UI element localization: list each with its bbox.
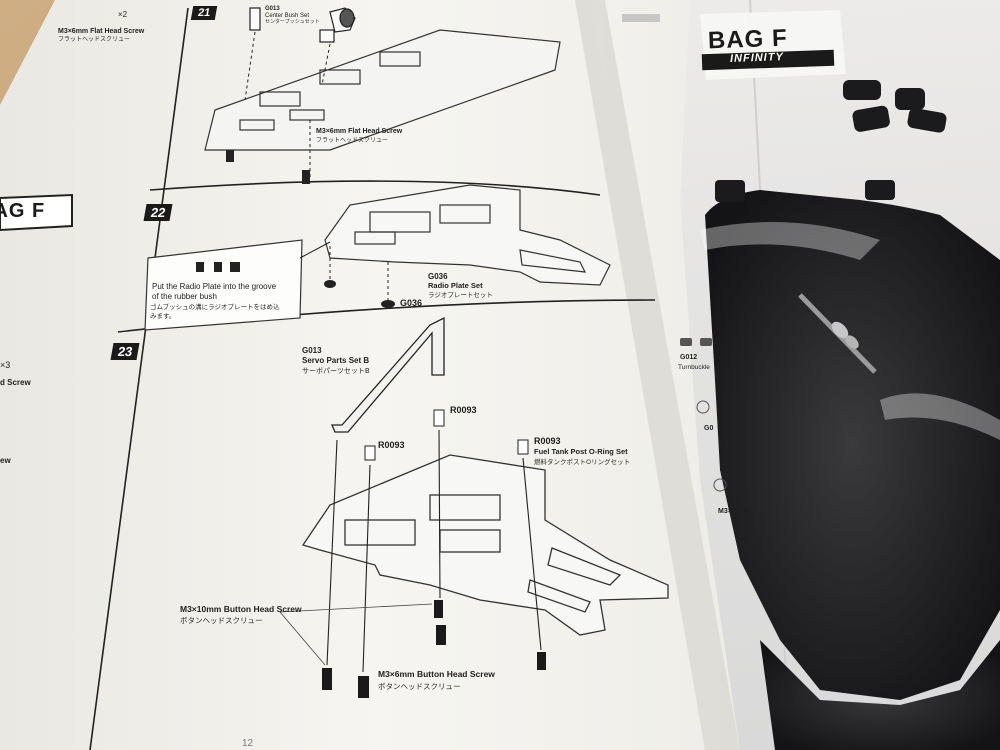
step23-servo-code: G013 [302, 346, 322, 355]
bag-f-label: BAG F [0, 200, 46, 222]
step22-part-code: G036 [428, 272, 448, 281]
step22-note-line2: of the rubber bush [152, 292, 217, 301]
step21-part-name: Center Bush Set [265, 13, 310, 19]
top-left-screw-jp: フラットヘッドスクリュー [58, 36, 131, 43]
note-pointer-line [299, 241, 331, 259]
step22-bushes [324, 280, 395, 308]
step23-fuel-jp: 燃料タンクポストOリングセット [534, 458, 631, 466]
step23-posts [364, 409, 529, 461]
bag-f-label-box [0, 193, 73, 232]
step21-screws [226, 150, 310, 184]
step23-chassis-plate [301, 454, 669, 636]
step23-callout-c: R0093 [534, 436, 561, 446]
step22-radio-plate [324, 184, 611, 286]
step-21-badge: 21 [190, 6, 218, 20]
step23-guides [326, 429, 542, 673]
step23-callout-a: R0093 [450, 405, 477, 415]
bag-partial-4: M3×6mm [718, 508, 749, 515]
servo-mount-part [331, 316, 445, 433]
step23-screw6-jp: ボタンヘッドスクリュー [378, 682, 461, 691]
step22-callout: G036 [400, 298, 423, 308]
step22-note-box [144, 239, 303, 331]
step22-note-line1: Put the Radio Plate into the groove [152, 282, 277, 291]
step-23-badge: 23 [110, 343, 140, 360]
step23-callout-b: R0093 [378, 440, 405, 450]
small-black-parts [715, 80, 947, 202]
step21-parts [249, 7, 356, 43]
left-partial-screw-2: ew [0, 456, 11, 465]
step23-servo-name: Servo Parts Set B [302, 356, 370, 365]
metal-turnbuckle [798, 293, 877, 374]
step23-screw6-label: M3×6mm Button Head Screw [378, 669, 495, 679]
bag-sticker-strip [622, 14, 660, 22]
page-number: 12 [242, 738, 254, 749]
rubber-bush-icon [196, 262, 240, 272]
step23-screw10-label: M3×10mm Button Head Screw [180, 604, 302, 614]
step22-note-jp2: みます。 [150, 312, 176, 320]
bag-partial-1: G012 [680, 354, 698, 361]
top-left-qty: ×2 [118, 10, 128, 19]
step23-screw10-jp: ボタンヘッドスクリュー [180, 616, 263, 625]
left-partial-screw-1: d Screw [0, 378, 31, 387]
step22-note-jp1: ゴムブッシュの溝にラジオプレートをはめ込 [150, 303, 280, 311]
dark-parts [705, 190, 1000, 750]
page-gutter [575, 0, 740, 750]
step-22-badge: 22 [143, 204, 173, 221]
screw-callout-lines [279, 603, 433, 666]
step22-part-name: Radio Plate Set [428, 281, 483, 290]
step23-screws [322, 600, 546, 698]
step22-guides [329, 246, 389, 300]
infinity-logo [701, 49, 835, 71]
step23-fuel-name: Fuel Tank Post O-Ring Set [534, 447, 628, 456]
step23-servo-jp: サーボパーツセットB [302, 367, 370, 375]
bag-brand: INFINITY [729, 51, 785, 65]
plastic-highlights [700, 222, 1000, 440]
step21-part-code: G013 [265, 6, 280, 12]
step21-part-jp: センターブッシュセット [265, 19, 320, 25]
step21-screw-jp: フラットヘッドスクリュー [316, 137, 389, 144]
bag-partial-3: G0 [704, 425, 714, 432]
step22-part-jp: ラジオプレートセット [428, 291, 493, 299]
step21-chassis-plate [204, 29, 561, 151]
step21-screw-label: M3×6mm Flat Head Screw [316, 128, 403, 135]
left-partial-qty: ×3 [0, 360, 11, 370]
right-page-icons [680, 338, 727, 492]
top-left-screw-label: M3×6mm Flat Head Screw [58, 28, 145, 35]
bag-partial-2: Turnbuckle [678, 364, 710, 371]
